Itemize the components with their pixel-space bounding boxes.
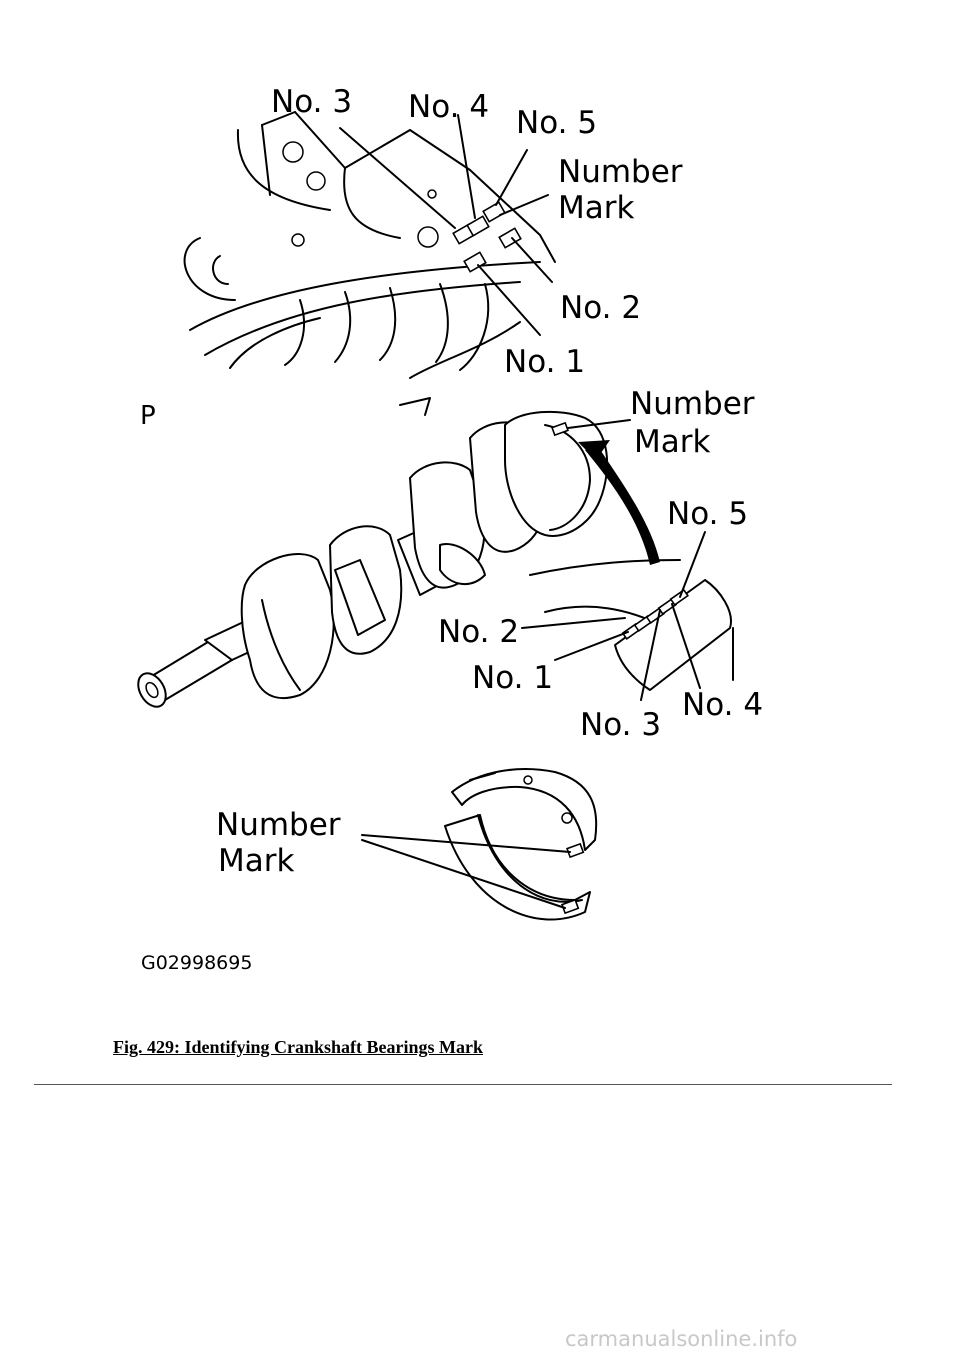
bearing-shells-illustration bbox=[444, 768, 598, 921]
engine-block-illustration bbox=[183, 111, 556, 416]
label-no2-top: No. 2 bbox=[560, 290, 641, 326]
label-no5-mid: No. 5 bbox=[667, 496, 748, 532]
figure-caption: Fig. 429: Identifying Crankshaft Bearing… bbox=[113, 1037, 484, 1057]
label-number-mid: Number bbox=[630, 386, 755, 422]
label-mark-mid: Mark bbox=[634, 424, 710, 460]
label-mark-top: Mark bbox=[558, 190, 634, 226]
label-number-top: Number bbox=[558, 154, 683, 190]
label-no4-mid: No. 4 bbox=[682, 687, 763, 723]
label-no3-mid: No. 3 bbox=[580, 707, 661, 743]
detail-mark-block bbox=[614, 579, 734, 691]
crankshaft-bearing-diagram: No. 3 No. 4 No. 5 Number Mark No. 2 No. … bbox=[137, 84, 763, 974]
figure-code: G02998695 bbox=[141, 952, 252, 974]
bottom-leader-lines bbox=[361, 834, 571, 909]
view-label-p: P bbox=[140, 401, 156, 431]
label-no2-mid: No. 2 bbox=[438, 614, 519, 650]
label-no1-mid: No. 1 bbox=[472, 660, 553, 696]
label-no4-top: No. 4 bbox=[408, 89, 489, 125]
crankshaft-illustration bbox=[137, 410, 681, 708]
label-no5-top: No. 5 bbox=[516, 105, 597, 141]
label-no3-top: No. 3 bbox=[271, 84, 352, 120]
middle-leader-lines bbox=[521, 419, 706, 701]
bottom-panel-labels: Number Mark bbox=[216, 807, 341, 879]
label-mark-bottom: Mark bbox=[218, 843, 294, 879]
arrow-to-number-mark bbox=[578, 440, 660, 565]
top-bearing-cap-marks bbox=[452, 201, 522, 273]
top-leader-lines bbox=[339, 114, 553, 336]
label-no1-top: No. 1 bbox=[504, 344, 585, 380]
top-panel-labels: No. 3 No. 4 No. 5 Number Mark No. 2 No. … bbox=[271, 84, 683, 380]
horizontal-divider bbox=[34, 1084, 892, 1085]
middle-panel-labels: Number Mark No. 5 No. 2 No. 1 No. 3 No. … bbox=[438, 386, 763, 743]
label-number-bottom: Number bbox=[216, 807, 341, 843]
watermark: carmanualsonline.info bbox=[565, 1327, 798, 1351]
